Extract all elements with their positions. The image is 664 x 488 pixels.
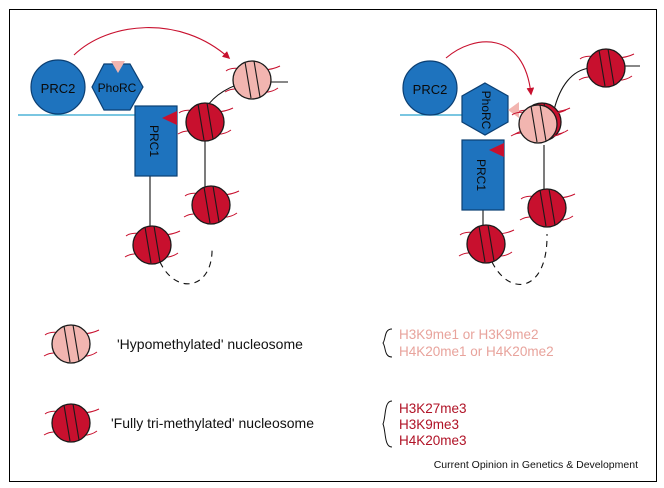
hypo-mark-1: H3K9me1 or H3K9me2	[399, 327, 539, 342]
source-caption: Current Opinion in Genetics & Developmen…	[434, 459, 638, 471]
red-triangle-icon	[162, 111, 177, 125]
spreading-arrow	[73, 27, 231, 60]
prc2-complex	[402, 60, 458, 116]
right-panel: PRC2 PRC1 PhoRC	[400, 41, 640, 285]
legend-full-label: 'Fully tri-methylated' nucleosome	[111, 415, 314, 431]
legend-brace	[382, 400, 393, 448]
phorc-label: PhoRC	[98, 81, 137, 95]
pink-triangle-icon	[508, 102, 519, 118]
prc1-label: PRC1	[147, 125, 161, 157]
prc1-label: PRC1	[474, 159, 488, 191]
pink-triangle-icon	[111, 61, 125, 73]
legend-brace	[382, 328, 393, 358]
prc2-label: PRC2	[413, 82, 448, 97]
phorc-complex	[91, 63, 144, 111]
phorc-label: PhoRC	[479, 91, 493, 130]
prc2-complex	[30, 59, 86, 115]
full-mark-1: H3K27me3	[399, 401, 467, 416]
chromatin-loop-dashed	[491, 233, 548, 285]
phorc-complex	[461, 82, 509, 136]
hypo-mark-2: H4K20me1 or H4K20me2	[399, 344, 554, 359]
legend-hypo-label: 'Hypomethylated' nucleosome	[117, 336, 303, 352]
red-triangle-icon	[489, 143, 504, 157]
legend: 'Hypomethylated' nucleosome H3K9me1 or H…	[43, 324, 554, 448]
left-panel: PRC2 PhoRC PRC1	[18, 27, 288, 285]
prc2-label: PRC2	[41, 81, 76, 96]
full-mark-2: H3K9me3	[399, 417, 459, 432]
full-mark-3: H4K20me3	[399, 433, 467, 448]
chromatin-fiber	[553, 67, 591, 111]
recruitment-arrow	[445, 41, 535, 96]
